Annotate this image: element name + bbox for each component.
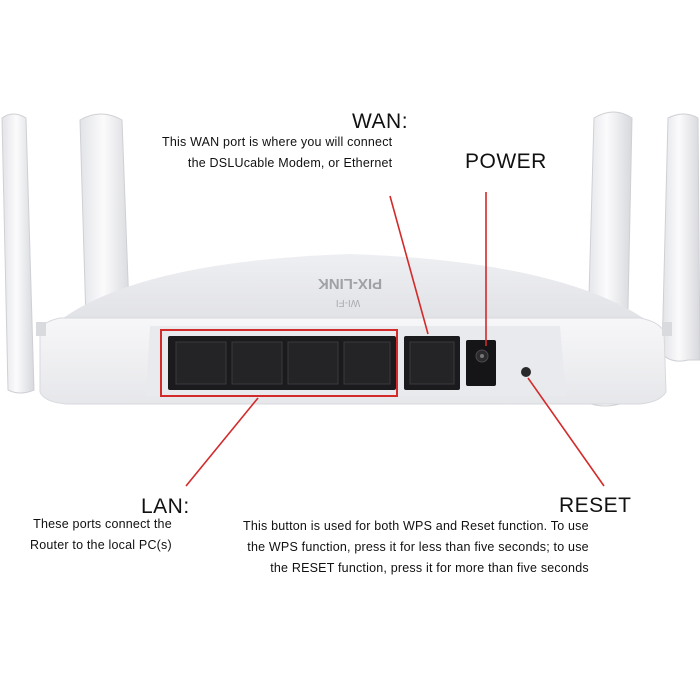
lan-description-line: Router to the local PC(s) [30, 538, 172, 552]
wan-pointer-line [389, 195, 429, 335]
antenna-right-outer [661, 113, 700, 362]
lan-pointer-line [185, 397, 259, 487]
lan-heading: LAN: [141, 495, 190, 518]
brand-logo-text: PIX-LINK [318, 275, 382, 292]
wan-heading: WAN: [352, 110, 409, 133]
model-logo-text: WI-FI [336, 297, 360, 308]
power-heading: POWER [465, 150, 547, 173]
lan-description: These ports connect the Router to the lo… [30, 514, 172, 556]
reset-description: This button is used for both WPS and Res… [243, 516, 589, 579]
reset-button-hole [521, 367, 531, 377]
wan-description: This WAN port is where you will connect … [162, 132, 392, 174]
power-jack [466, 340, 496, 386]
reset-description-line: This button is used for both WPS and Res… [243, 519, 589, 533]
reset-heading: RESET [559, 494, 632, 517]
reset-pointer-line [527, 377, 605, 487]
router-top-surface: PIX-LINK WI-FI [46, 254, 662, 332]
lan-description-line: These ports connect the [33, 517, 172, 531]
reset-description-line: the RESET function, press it for more th… [270, 561, 589, 575]
reset-description-line: the WPS function, press it for less than… [247, 540, 589, 554]
wan-description-line: This WAN port is where you will connect [162, 135, 393, 149]
wan-port [404, 336, 460, 390]
lan-ports [168, 336, 396, 390]
wan-description-line: the DSLUcable Modem, or Ethernet [187, 156, 393, 170]
antenna-left-outer [1, 113, 35, 394]
lan-highlight-box [160, 329, 398, 397]
